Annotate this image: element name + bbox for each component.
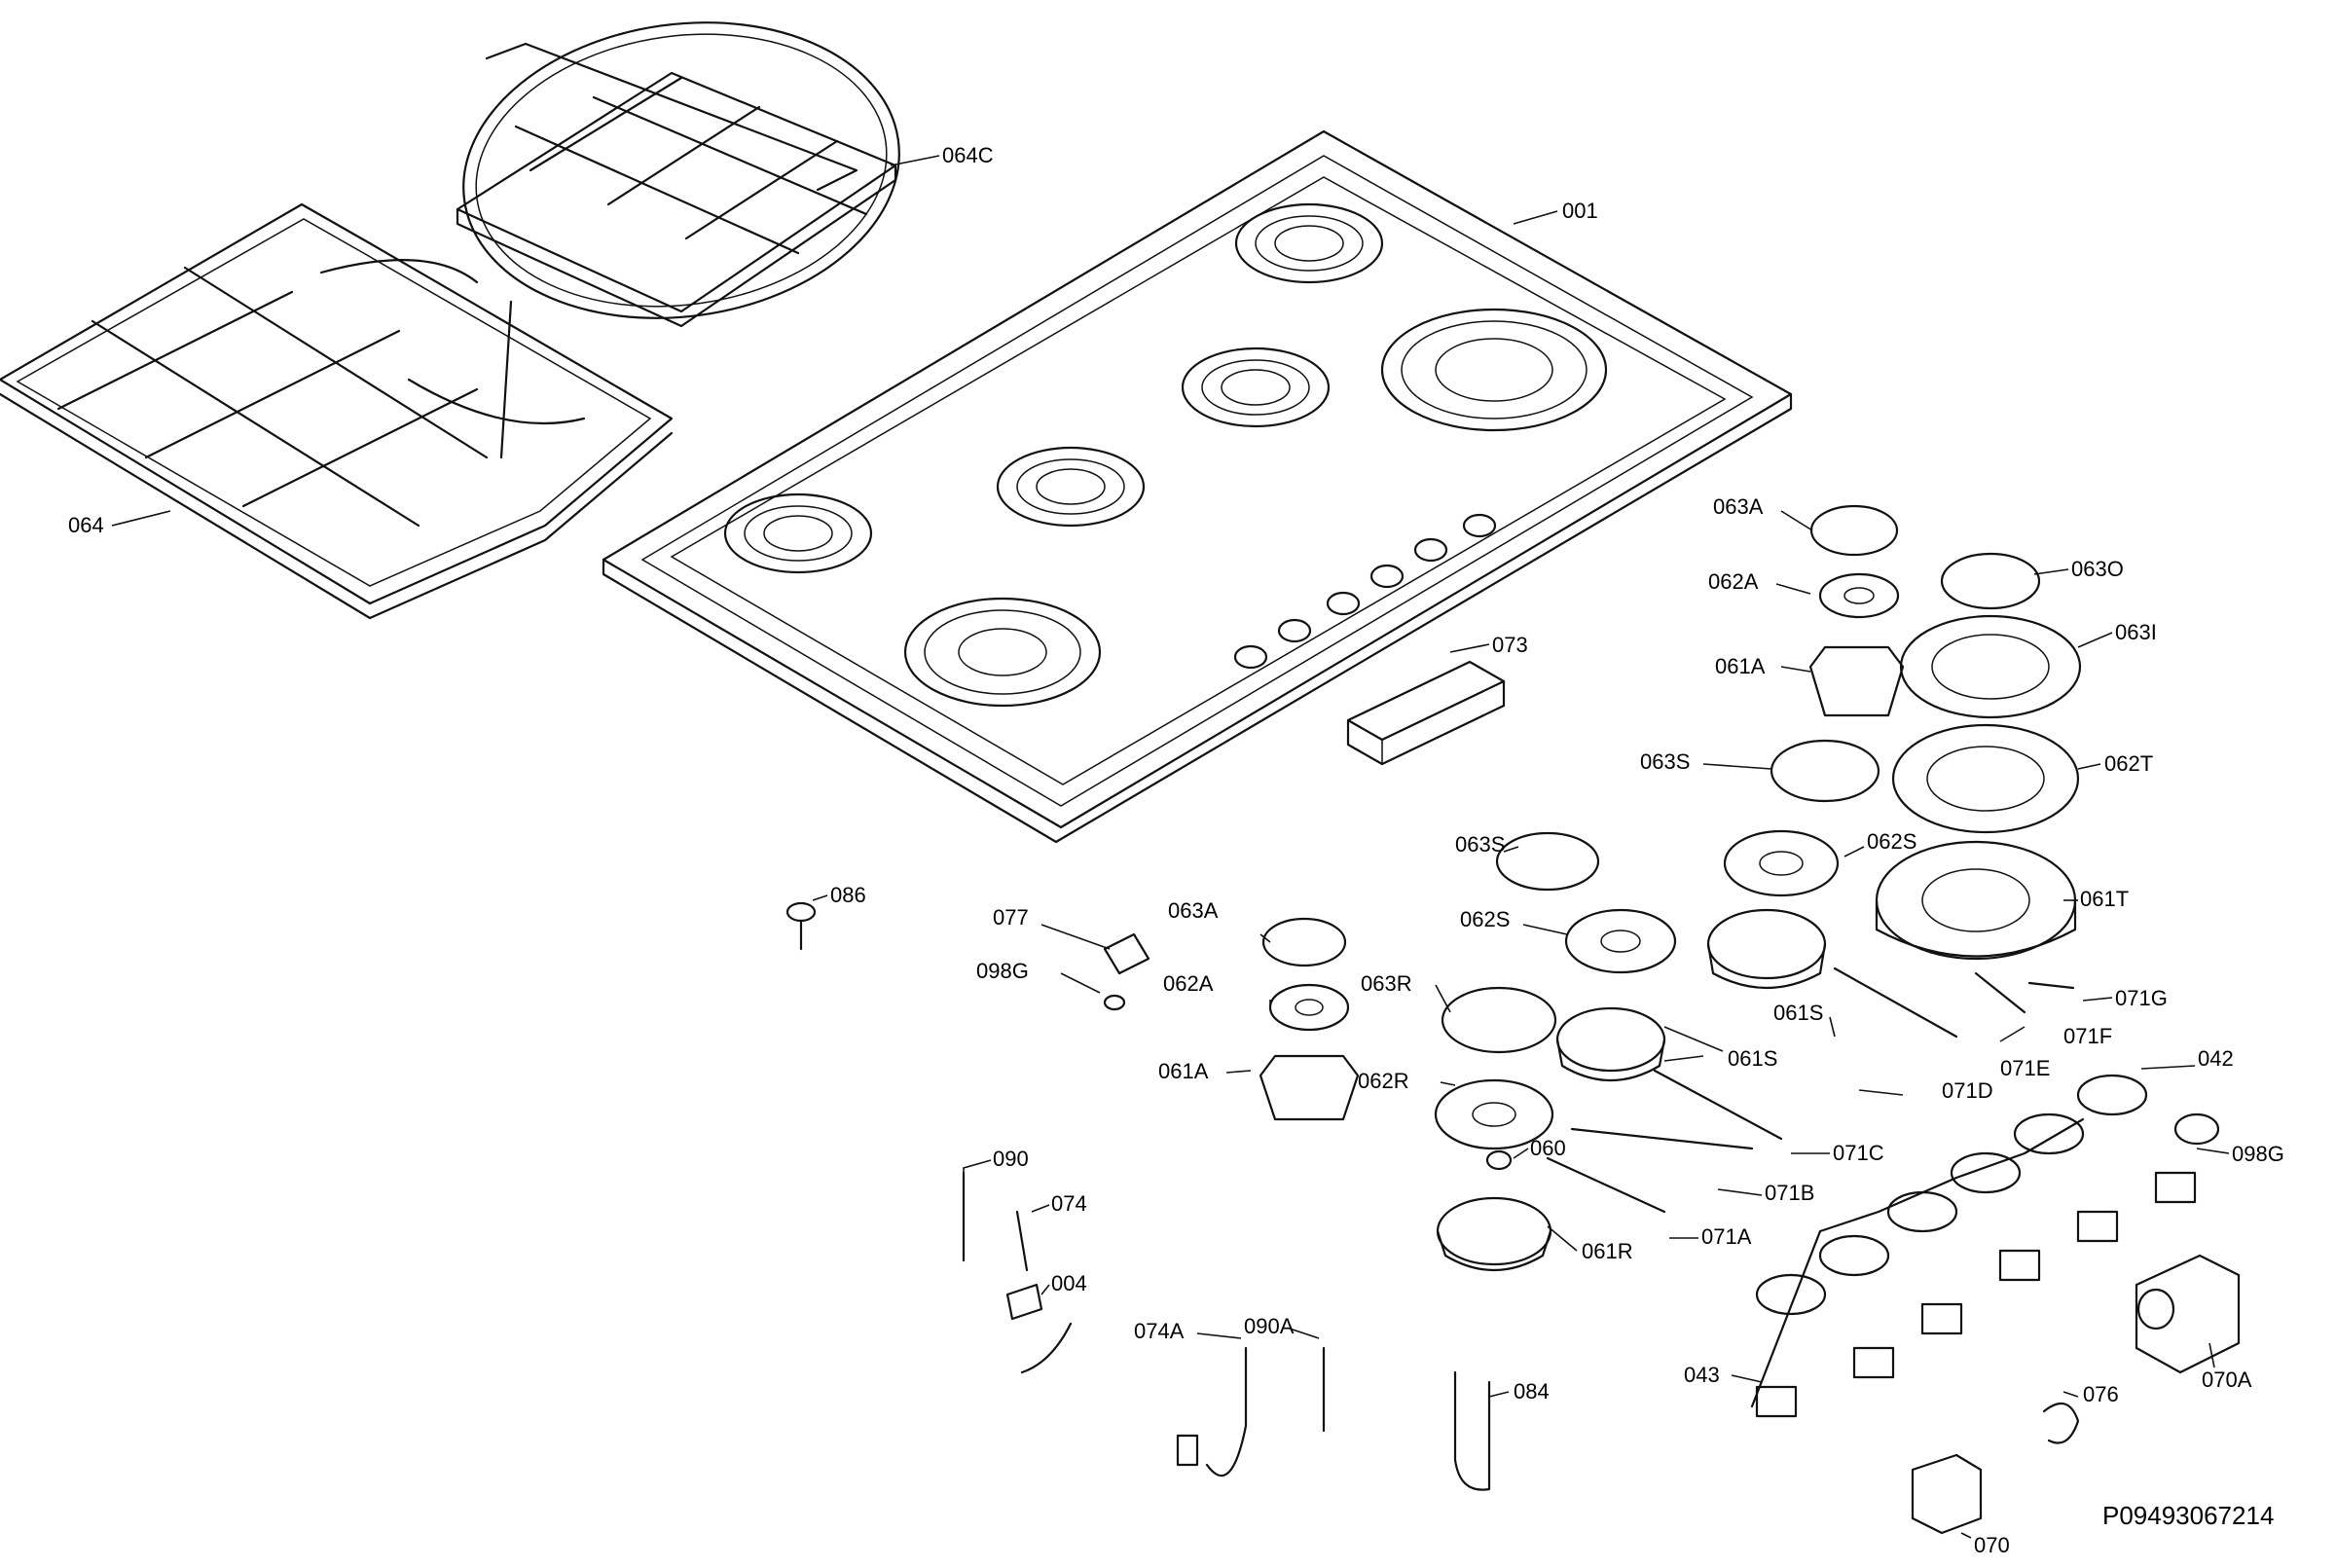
spark-generator-073: [1346, 660, 1506, 766]
label-062S-b: 062S: [1460, 907, 1510, 931]
label-074: 074: [1051, 1191, 1087, 1216]
label-061R: 061R: [1582, 1239, 1633, 1263]
label-060: 060: [1530, 1136, 1566, 1160]
label-064: 064: [68, 513, 104, 537]
label-001: 001: [1562, 199, 1598, 223]
label-004: 004: [1051, 1271, 1087, 1295]
label-061T: 061T: [2080, 887, 2129, 911]
label-042: 042: [2198, 1046, 2234, 1071]
label-063A-right: 063A: [1713, 494, 1764, 519]
label-062R: 062R: [1358, 1069, 1409, 1093]
gas-tap-070A: [2135, 1254, 2241, 1374]
label-071A: 071A: [1701, 1224, 1752, 1249]
label-071E: 071E: [2000, 1056, 2050, 1080]
pan-support-064C: [456, 21, 900, 328]
label-061A-right: 061A: [1715, 654, 1766, 678]
label-062S-a: 062S: [1867, 829, 1916, 854]
label-071G: 071G: [2115, 986, 2168, 1010]
label-084: 084: [1514, 1379, 1550, 1404]
pan-support-064: [0, 202, 674, 620]
label-063A-left: 063A: [1168, 898, 1219, 923]
label-062T: 062T: [2104, 751, 2153, 776]
burner-parts-middle: [1259, 831, 1783, 1271]
label-063O: 063O: [2071, 557, 2124, 581]
leader-lines: [111, 155, 2230, 1539]
label-063S-b: 063S: [1455, 832, 1505, 857]
label-071B: 071B: [1765, 1181, 1814, 1205]
burner-parts-right: [1706, 504, 2082, 1039]
label-063S-a: 063S: [1640, 749, 1690, 774]
label-071F: 071F: [2063, 1024, 2112, 1048]
part-labels: 064C 001 064 063A 063O 062A 063I 061A 07…: [68, 143, 2284, 1557]
clip-076: [2042, 1402, 2080, 1444]
label-061S-a: 061S: [1773, 1001, 1823, 1025]
label-062A-left: 062A: [1163, 971, 1214, 996]
label-063R: 063R: [1361, 971, 1412, 996]
label-090A: 090A: [1244, 1314, 1295, 1338]
small-parts: [785, 901, 1491, 1491]
label-064C: 064C: [942, 143, 994, 167]
label-071C: 071C: [1833, 1141, 1884, 1165]
label-070: 070: [1974, 1533, 2010, 1557]
label-074A: 074A: [1134, 1319, 1185, 1343]
gas-valves-043: [1750, 1117, 2197, 1418]
hob-top-001: [602, 129, 1793, 844]
diagram-reference-number: P09493067214: [2102, 1501, 2274, 1530]
label-043: 043: [1684, 1363, 1720, 1387]
label-071D: 071D: [1942, 1078, 1993, 1103]
gas-tap-070: [1911, 1453, 1983, 1535]
label-076: 076: [2083, 1382, 2119, 1406]
label-062A-right: 062A: [1708, 569, 1759, 594]
label-061S-b: 061S: [1728, 1046, 1777, 1071]
label-077: 077: [993, 905, 1029, 930]
label-090: 090: [993, 1147, 1029, 1171]
label-098G-left: 098G: [976, 959, 1029, 983]
label-073: 073: [1492, 633, 1528, 657]
label-086: 086: [830, 883, 866, 907]
label-063I: 063I: [2115, 620, 2157, 644]
label-061A-left: 061A: [1158, 1059, 1209, 1083]
label-070A: 070A: [2202, 1367, 2252, 1392]
label-098G-right: 098G: [2232, 1142, 2284, 1166]
